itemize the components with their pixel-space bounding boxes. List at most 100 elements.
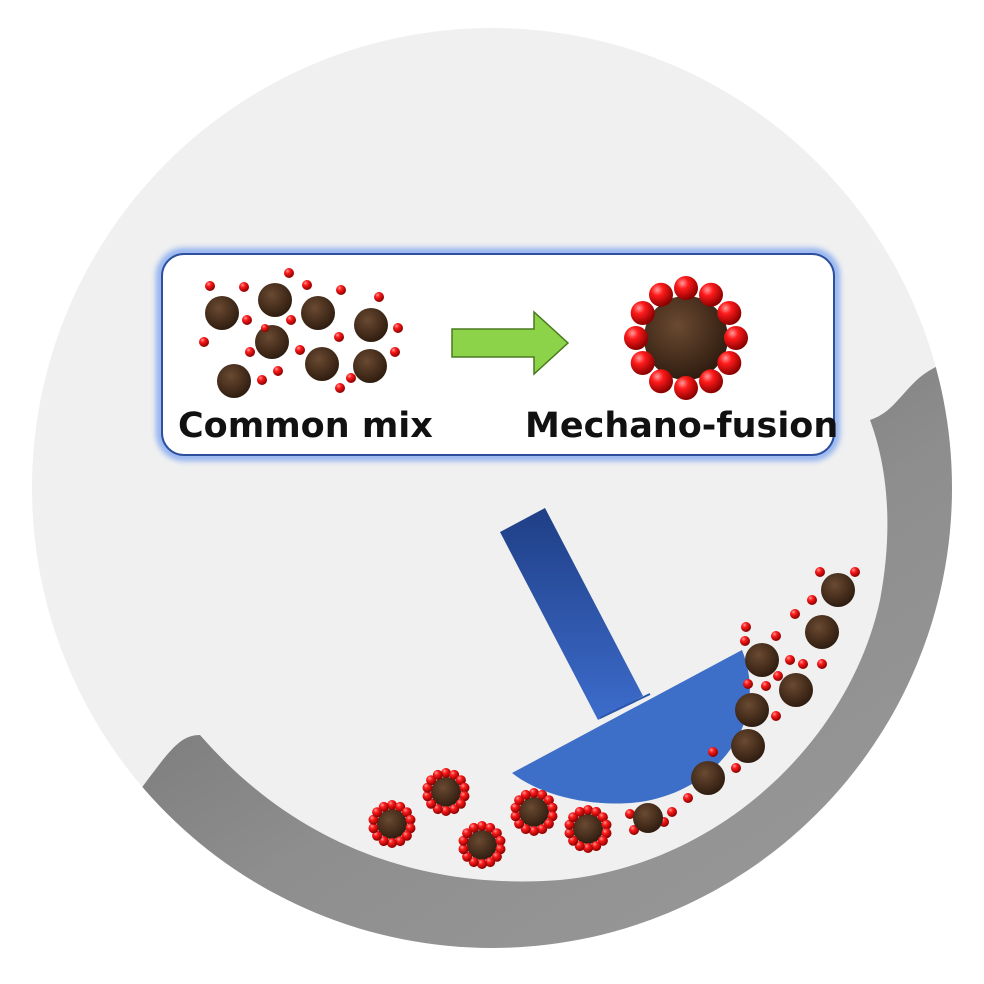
guest-particle <box>699 282 723 307</box>
guest-particle <box>850 567 860 577</box>
guest-particle <box>455 775 466 786</box>
guest-particle <box>529 788 539 798</box>
host-particle <box>301 296 335 330</box>
fused-particles-small <box>368 768 612 869</box>
guest-particle <box>543 818 554 829</box>
guest-particle <box>717 301 742 325</box>
guest-particle <box>583 805 593 815</box>
guest-particle <box>422 791 433 802</box>
host-particles <box>691 573 855 795</box>
guest-particle <box>699 369 723 394</box>
host-particle <box>255 325 289 359</box>
guest-particle <box>485 822 496 833</box>
guest-particle <box>257 375 267 385</box>
guest-particle <box>564 819 575 830</box>
host-particle <box>305 347 339 381</box>
guest-particle <box>261 324 269 332</box>
host-particle <box>205 296 239 330</box>
guest-particle <box>761 681 771 691</box>
guest-particle <box>401 830 412 841</box>
guest-particle <box>368 823 379 834</box>
rotor-seam <box>599 693 651 719</box>
guest-particle <box>495 844 506 855</box>
panel-glow <box>156 248 840 461</box>
guest-particle <box>199 337 209 347</box>
guest-particle <box>459 782 470 793</box>
guest-particle <box>597 812 608 823</box>
fused-particle-large <box>624 276 748 400</box>
guest-particle <box>477 859 487 869</box>
guest-particle <box>441 806 451 816</box>
guest-particle <box>514 795 525 806</box>
guest-particle <box>346 373 356 383</box>
guest-particle <box>441 768 451 778</box>
guest-particle <box>468 822 479 833</box>
guest-particle <box>458 844 469 855</box>
guest-particle <box>458 835 469 846</box>
guest-particle <box>462 851 473 862</box>
guest-particle <box>239 282 249 292</box>
guest-particle <box>574 841 585 852</box>
guest-particle <box>790 609 800 619</box>
guest-particle <box>405 823 416 834</box>
guest-particle <box>543 795 554 806</box>
guest-particle <box>368 814 379 825</box>
guest-particle <box>459 791 470 802</box>
guest-particle <box>601 819 612 830</box>
guest-particle <box>568 812 579 823</box>
host-particle <box>633 803 663 833</box>
guest-particle <box>674 376 698 400</box>
guest-particle <box>393 323 403 333</box>
guest-particle <box>510 811 521 822</box>
guest-particle <box>491 828 502 839</box>
common-mix-cluster <box>199 268 403 398</box>
guest-particle <box>335 383 345 393</box>
guest-particle <box>245 347 255 357</box>
guest-particle <box>625 809 635 819</box>
guest-particles <box>199 268 403 393</box>
guest-particle <box>477 821 487 831</box>
guest-particle <box>817 659 827 669</box>
guest-particle <box>432 804 443 815</box>
guest-particle <box>432 769 443 780</box>
guest-particle <box>491 851 502 862</box>
guest-particle <box>798 659 808 669</box>
host-particle <box>258 283 292 317</box>
guest-particle <box>741 622 751 632</box>
guest-particle <box>334 332 344 342</box>
guest-particle <box>426 775 437 786</box>
fused-particle-small <box>510 788 558 836</box>
guest-particle <box>591 806 602 817</box>
guest-particle <box>674 276 698 300</box>
guest-particle <box>387 800 397 810</box>
guest-particle <box>773 671 783 681</box>
rotor-shaft <box>500 508 643 720</box>
guest-particle <box>547 811 558 822</box>
host-particles <box>205 283 388 398</box>
guest-particle <box>378 801 389 812</box>
guest-particle <box>395 836 406 847</box>
guest-particle <box>390 347 400 357</box>
guest-particle <box>374 292 384 302</box>
chamber-wall <box>32 365 952 948</box>
guest-particle <box>485 857 496 868</box>
guest-particle <box>378 836 389 847</box>
guest-particle <box>302 280 312 290</box>
guest-particle <box>468 857 479 868</box>
guest-particle <box>426 798 437 809</box>
guest-particle <box>649 282 673 307</box>
guest-particle <box>401 807 412 818</box>
rotor-head <box>512 650 750 804</box>
guest-particle <box>630 301 655 325</box>
guest-particle <box>771 711 781 721</box>
host-particle <box>354 308 388 342</box>
guest-particle <box>537 789 548 800</box>
guest-particle <box>529 826 539 836</box>
guest-particle <box>286 315 296 325</box>
guest-particle <box>624 326 648 350</box>
host-particle <box>821 573 855 607</box>
guest-particle <box>205 281 215 291</box>
label-common-mix: Common mix <box>178 406 433 446</box>
host-particle <box>519 797 549 827</box>
guest-particle <box>724 326 748 350</box>
